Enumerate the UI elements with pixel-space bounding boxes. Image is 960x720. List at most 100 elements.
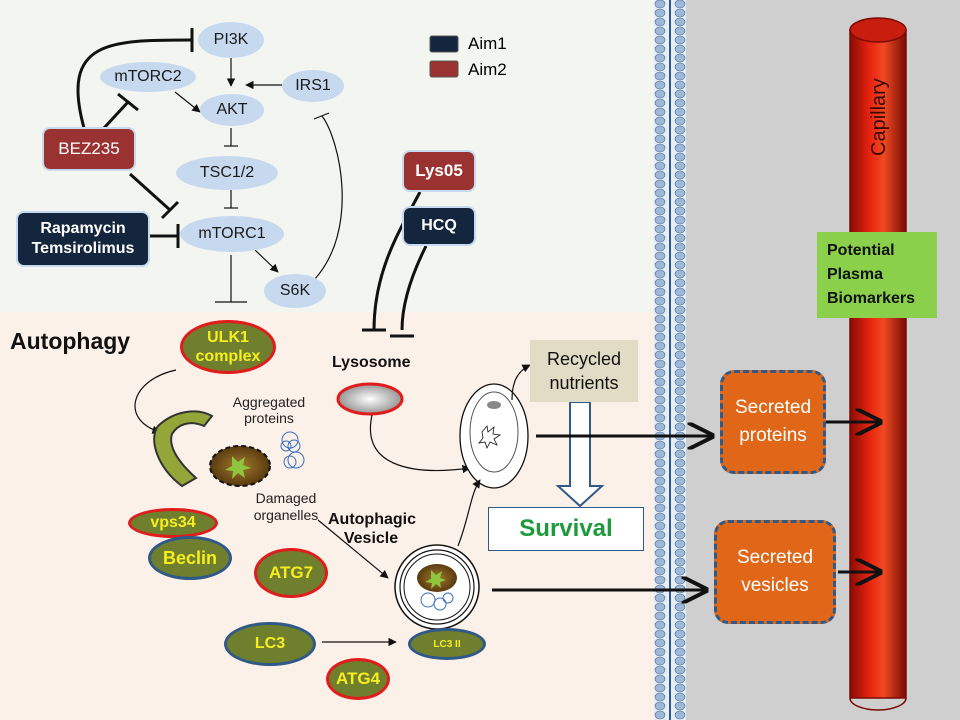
membrane-bead: [674, 53, 686, 63]
vesicle-label-line1: Autophagic: [328, 511, 416, 528]
membrane-bead: [674, 215, 686, 225]
lysosome-fusion-arrow: [369, 414, 471, 474]
signaling-edges: [134, 58, 343, 434]
autolysosome: [459, 364, 531, 489]
membrane-bead: [654, 125, 666, 135]
membrane-bead: [674, 602, 686, 612]
lysosome-label: Lysosome: [332, 354, 411, 371]
membrane-bead: [674, 548, 686, 558]
membrane-bead: [654, 620, 666, 630]
membrane-bead: [654, 215, 666, 225]
membrane-bead: [654, 152, 666, 162]
membrane-bead: [654, 233, 666, 243]
membrane-bead: [654, 350, 666, 360]
membrane-bead: [674, 71, 686, 81]
membrane-bead: [654, 143, 666, 153]
membrane-bead: [674, 143, 686, 153]
aggregated-proteins-label: Aggregated proteins: [226, 394, 312, 426]
membrane-bead: [654, 413, 666, 423]
membrane-bead: [674, 179, 686, 189]
membrane-bead: [674, 404, 686, 414]
membrane-bead: [654, 476, 666, 486]
membrane-bead: [674, 134, 686, 144]
membrane-bead: [654, 368, 666, 378]
membrane-bead: [674, 521, 686, 531]
membrane-bead: [674, 629, 686, 639]
membrane-bead: [654, 458, 666, 468]
membrane-bead: [654, 296, 666, 306]
secretion-arrows: [492, 422, 880, 590]
membrane-bead: [654, 575, 666, 585]
autophagic-vesicle-shape: [394, 544, 480, 630]
biomarkers-line1: Potential: [827, 242, 895, 259]
aggregated-protein-blob: [209, 431, 305, 487]
membrane-bead: [654, 611, 666, 621]
recycled-label-line1: Recycled: [546, 349, 622, 369]
membrane-bead: [654, 44, 666, 54]
recycled-nutrients-box: Recycled nutrients: [530, 340, 638, 402]
legend-swatch-aim1: [429, 35, 459, 53]
membrane-bead: [654, 278, 666, 288]
membrane-bead: [654, 269, 666, 279]
membrane-bead: [654, 242, 666, 252]
membrane-bead: [654, 332, 666, 342]
membrane-bead: [654, 557, 666, 567]
membrane-bead: [654, 467, 666, 477]
membrane-bead: [674, 314, 686, 324]
membrane-bead: [674, 278, 686, 288]
membrane-bead: [654, 638, 666, 648]
membrane-bead: [674, 44, 686, 54]
membrane-bead: [674, 233, 686, 243]
survival-box: Survival: [488, 507, 644, 551]
lc3ii-node: LC3 II: [408, 628, 486, 660]
membrane-bead: [654, 710, 666, 720]
autophagic-vesicle-label: Autophagic Vesicle: [328, 510, 416, 548]
membrane-bead: [674, 647, 686, 657]
membrane-bead: [674, 683, 686, 693]
membrane-bead: [654, 539, 666, 549]
membrane-bead: [654, 8, 666, 18]
membrane-bead: [674, 26, 686, 36]
membrane-bead: [674, 260, 686, 270]
membrane-bead: [674, 395, 686, 405]
lysosome-shape: [336, 382, 404, 416]
membrane-bead: [674, 197, 686, 207]
membrane-bead: [654, 170, 666, 180]
ulk1-complex-node: ULK1 complex: [180, 320, 276, 374]
membrane-bead: [674, 80, 686, 90]
capillary-label: Capillary: [868, 78, 890, 156]
membrane-bead: [654, 647, 666, 657]
membrane-bead: [654, 260, 666, 270]
atg7-node: ATG7: [254, 548, 328, 598]
secreted-proteins-line1: Secreted: [734, 397, 812, 418]
membrane-bead: [654, 692, 666, 702]
autophagy-title: Autophagy: [10, 328, 131, 354]
membrane-bead: [654, 179, 666, 189]
membrane-bead: [674, 224, 686, 234]
tsc-node: TSC1/2: [176, 156, 278, 190]
irs1-node: IRS1: [282, 70, 344, 102]
membrane-bead: [674, 368, 686, 378]
legend-swatch-aim2: [429, 60, 459, 78]
mtorc2-node: mTORC2: [100, 62, 196, 92]
membrane-bead: [674, 674, 686, 684]
membrane-bead: [674, 296, 686, 306]
membrane-bead: [654, 566, 666, 576]
membrane-bead: [654, 395, 666, 405]
membrane-bead: [654, 359, 666, 369]
pi3k-node: PI3K: [198, 22, 264, 58]
membrane-bead: [654, 134, 666, 144]
membrane-bead: [674, 269, 686, 279]
membrane-bead: [654, 449, 666, 459]
biomarkers-line3: Biomarkers: [827, 290, 916, 307]
membrane-bead: [654, 224, 666, 234]
membrane-bead: [674, 575, 686, 585]
membrane-bead: [654, 323, 666, 333]
mtorc1-node: mTORC1: [180, 216, 284, 252]
membrane-bead: [674, 35, 686, 45]
aggregated-label-line2: proteins: [244, 410, 294, 426]
membrane-bead: [654, 251, 666, 261]
membrane-bead: [654, 17, 666, 27]
membrane-bead: [654, 341, 666, 351]
